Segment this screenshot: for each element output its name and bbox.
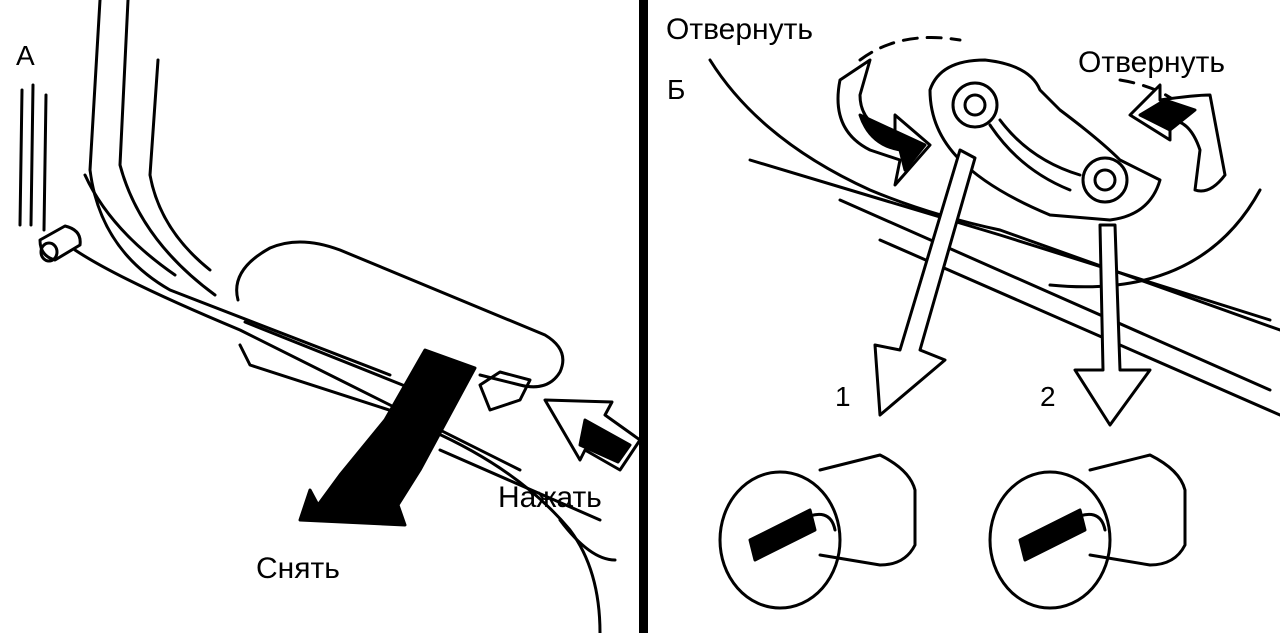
bulb-2-arrow <box>1073 223 1152 427</box>
right-panel-illustration <box>708 36 1280 610</box>
pillar-line <box>18 88 24 227</box>
press-arrow-shade <box>578 418 632 464</box>
pillar-line <box>29 83 35 227</box>
body-line <box>878 238 1280 417</box>
lamp-housing-inner <box>243 320 422 394</box>
trim-line <box>558 518 617 562</box>
holder-wire <box>998 118 1082 177</box>
bulb-2-number: 2 <box>1040 381 1056 412</box>
lamp-housing-inner <box>238 343 422 422</box>
pillar-line <box>148 58 212 272</box>
socket-1-core <box>963 93 987 117</box>
trim-line <box>438 448 602 522</box>
unscrew-arrow-left <box>836 58 932 187</box>
left-panel-illustration <box>18 0 642 633</box>
unscrew-right-label: Отвернуть <box>1078 46 1225 79</box>
panel-b-letter: Б <box>667 74 686 105</box>
socket-2-core <box>1093 168 1117 192</box>
plug-end <box>39 241 59 263</box>
body-line <box>708 58 1280 332</box>
lamp-clip <box>478 370 532 412</box>
unscrew-arrow-left-shade <box>858 113 927 172</box>
lamp-housing <box>235 240 565 389</box>
bulb-1-arrow <box>873 148 977 417</box>
pillar-line <box>83 173 177 277</box>
press-label: Нажать <box>498 481 602 514</box>
bulb-1 <box>718 453 917 610</box>
body-line <box>1048 188 1262 289</box>
unscrew-arrow-right <box>1128 83 1227 193</box>
bulb-2 <box>988 453 1187 610</box>
wire-line <box>73 248 522 472</box>
body-line <box>838 198 1272 392</box>
unscrew-arrow-right-shade <box>1138 98 1197 132</box>
socket-1 <box>951 81 999 129</box>
panel-divider <box>639 0 648 633</box>
pillar-line <box>118 0 217 297</box>
trim-line <box>428 428 602 633</box>
socket-2 <box>1081 156 1129 204</box>
pillar-line <box>88 0 392 377</box>
pillar-line <box>42 93 48 232</box>
rotation-arc <box>858 36 962 62</box>
holder-wire <box>988 123 1072 192</box>
remove-label: Снять <box>256 552 340 585</box>
body-line <box>748 158 1272 322</box>
unscrew-left-label: Отвернуть <box>666 13 813 46</box>
panel-a-letter: А <box>16 40 35 71</box>
bulb-1-number: 1 <box>835 381 851 412</box>
remove-arrow <box>298 348 477 527</box>
